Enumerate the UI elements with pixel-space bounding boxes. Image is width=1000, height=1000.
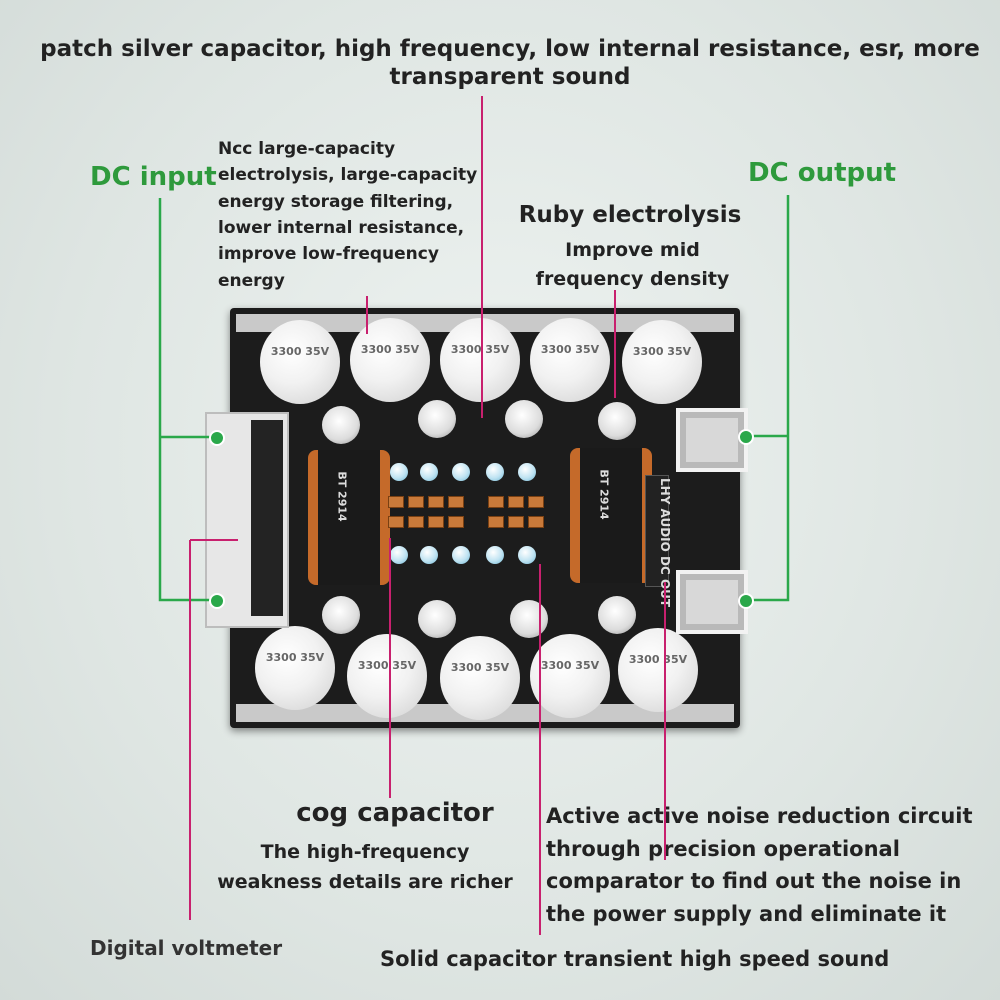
silver-patch-capacitor	[528, 496, 544, 508]
brand-silkscreen: LHY AUDIO DC OUT	[658, 478, 672, 608]
electrolytic-capacitor: 3300 35V	[347, 634, 427, 718]
silver-patch-capacitor	[528, 516, 544, 528]
silver-patch-capacitor	[448, 516, 464, 528]
silver-patch-capacitor	[508, 496, 524, 508]
noise-reduction-module	[645, 475, 669, 587]
electrolytic-capacitor: 3300 35V	[530, 634, 610, 718]
cog-capacitor	[518, 463, 536, 481]
silver-patch-capacitor	[488, 516, 504, 528]
electrolytic-capacitor: 3300 35V	[622, 320, 702, 404]
solid-capacitor	[418, 400, 456, 438]
electrolytic-capacitor: 3300 35V	[350, 318, 430, 402]
dc-output-label: DC output	[748, 158, 897, 188]
cog-capacitor	[486, 546, 504, 564]
solid-capacitor	[598, 402, 636, 440]
solid-capacitor	[418, 600, 456, 638]
silver-patch-capacitor	[488, 496, 504, 508]
solid-capacitor	[598, 596, 636, 634]
ruby-title: Ruby electrolysis	[518, 202, 742, 228]
dc-output-line	[745, 195, 790, 602]
solid-capacitor	[510, 600, 548, 638]
silver-patch-capacitor	[388, 516, 404, 528]
electrolytic-capacitor: 3300 35V	[260, 320, 340, 404]
cog-subtitle: The high-frequency weakness details are …	[217, 841, 513, 894]
voltmeter-label: Digital voltmeter	[90, 936, 283, 960]
dc-input-dot	[209, 593, 225, 609]
cog-capacitor	[420, 546, 438, 564]
electrolytic-capacitor: 3300 35V	[440, 636, 520, 720]
ncc-callout: Ncc large-capacity electrolysis, large-c…	[218, 139, 478, 291]
solid-capacitor	[505, 400, 543, 438]
cog-title: cog capacitor	[296, 798, 494, 828]
voltmeter-pcb	[251, 420, 283, 616]
cog-capacitor	[390, 463, 408, 481]
cog-capacitor	[452, 463, 470, 481]
electrolytic-capacitor: 3300 35V	[530, 318, 610, 402]
pcb-board: 3300 35V 3300 35V 3300 35V 3300 35V 3300…	[230, 308, 748, 728]
cog-capacitor	[486, 463, 504, 481]
dc-output-dot	[738, 593, 754, 609]
silver-patch-capacitor	[408, 496, 424, 508]
dc-output-dot	[738, 429, 754, 445]
electrolytic-capacitor: 3300 35V	[255, 626, 335, 710]
silver-patch-capacitor	[388, 496, 404, 508]
cog-capacitor	[390, 546, 408, 564]
silver-patch-capacitor	[508, 516, 524, 528]
silver-patch-capacitor	[448, 496, 464, 508]
silver-patch-capacitor	[428, 496, 444, 508]
solid-capacitor	[322, 596, 360, 634]
cog-capacitor	[420, 463, 438, 481]
electrolytic-capacitor: 3300 35V	[440, 318, 520, 402]
electrolytic-capacitor: 3300 35V	[618, 628, 698, 712]
dc-input-label: DC input	[90, 162, 217, 192]
cog-capacitor	[452, 546, 470, 564]
solid-capacitor	[322, 406, 360, 444]
dc-input-dot	[209, 430, 225, 446]
active-noise-callout: Active active noise reduction circuit th…	[546, 804, 973, 926]
inductor-right: BT 2914	[570, 448, 652, 583]
ruby-subtitle: Improve mid frequency density	[535, 239, 730, 290]
inductor-left: BT 2914	[308, 450, 390, 585]
headline-text: patch silver capacitor, high frequency, …	[40, 36, 980, 90]
solid-capacitor-callout: Solid capacitor transient high speed sou…	[380, 947, 890, 971]
dc-output-jack-top	[676, 408, 748, 472]
silver-patch-capacitor	[408, 516, 424, 528]
cog-capacitor	[518, 546, 536, 564]
silver-patch-capacitor	[428, 516, 444, 528]
